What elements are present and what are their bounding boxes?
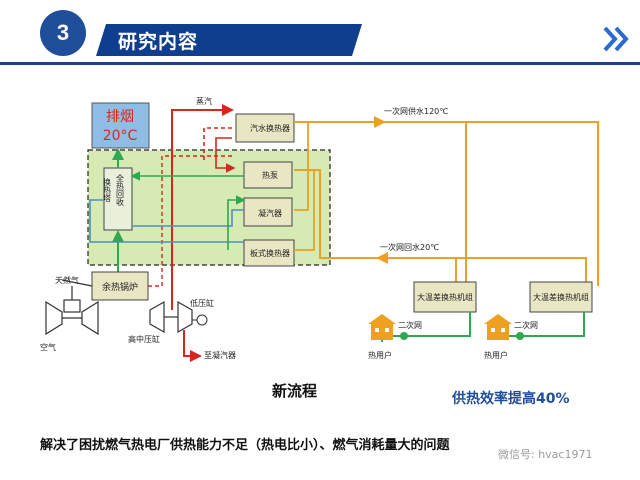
- steam-water-hx-label: 汽水换热器: [250, 123, 290, 133]
- house-icon-2: [484, 314, 512, 340]
- steam-line-main: [171, 104, 234, 310]
- exhaust-box: [91, 102, 150, 149]
- steam-to-condenser: [183, 330, 202, 362]
- steam-drain-line: [203, 127, 232, 160]
- plate-hx-label: 板式换热器: [250, 248, 290, 258]
- secondary-net-1-line: [392, 312, 471, 337]
- generator-icon: [196, 314, 208, 326]
- condenser-label: 凝汽器: [258, 208, 282, 218]
- secondary-net-1-label: 二次网: [398, 320, 422, 330]
- blue-loop-1: [89, 199, 244, 243]
- secondary-net-2-label: 二次网: [514, 320, 538, 330]
- secondary-pump-1-icon: [400, 332, 408, 340]
- efficiency-caption: 供热效率提高40%: [452, 391, 570, 407]
- section-title: 研究内容: [118, 31, 199, 53]
- tower-label-hx: 换热塔: [103, 177, 112, 203]
- heat-pump-label: 热泵: [262, 170, 278, 180]
- blue-loop-2: [132, 209, 244, 227]
- tower-label-recovery: 全热回收: [116, 173, 125, 207]
- chevron-right-icon: [603, 26, 629, 52]
- combustor: [63, 299, 81, 313]
- primary-supply-label: 一次网供水120℃: [384, 106, 448, 116]
- exhaust-temp: 20°C: [103, 128, 138, 144]
- primary-hx-link: [294, 122, 309, 211]
- steam-water-hx-box: [235, 113, 295, 143]
- condenser-box: [243, 197, 293, 227]
- hrsg-box: [91, 271, 149, 301]
- green-loop-2: [227, 195, 246, 250]
- secondary-pump-2-icon: [516, 332, 524, 340]
- primary-supply-line: [294, 121, 599, 286]
- hrsg-label: 余热锅炉: [102, 281, 138, 293]
- hp-ip-label: 高中压缸: [128, 334, 160, 344]
- heat-user-2-label: 热用户: [484, 350, 508, 360]
- large-dt-unit-2-label: 大温差换热机组: [533, 292, 589, 302]
- air-label: 空气: [40, 342, 56, 352]
- large-dt-unit-2-box: [529, 281, 593, 313]
- plate-hx-box: [243, 239, 295, 267]
- hrsg-steam-return: [148, 155, 232, 287]
- header-divider: [0, 62, 640, 65]
- primary-hx-link-2: [294, 170, 315, 251]
- section-title-banner: [96, 24, 362, 56]
- conclusion-text: 解决了困扰燃气热电厂供热能力不足（热电比小）、燃气消耗量大的问题: [40, 438, 450, 453]
- large-dt-unit-1-label: 大温差换热机组: [417, 292, 473, 302]
- primary-return-label: 一次网回水20℃: [380, 242, 439, 252]
- to-condenser-label: 至凝汽器: [204, 350, 236, 360]
- house-icon-1: [368, 314, 396, 340]
- natural-gas-label: 天然气: [55, 275, 79, 285]
- heat-pump-box: [243, 161, 293, 189]
- watermark: 微信号: hvac1971: [498, 448, 593, 461]
- section-number-badge: 3: [40, 10, 86, 56]
- hp-ip-turbine: [149, 300, 165, 334]
- slide-header: 3 研究内容: [0, 0, 640, 62]
- turbine: [81, 300, 99, 336]
- lp-label: 低压缸: [190, 298, 214, 308]
- heat-user-1-label: 热用户: [368, 350, 392, 360]
- compressor: [45, 300, 63, 336]
- new-process-caption: 新流程: [272, 382, 318, 400]
- steam-label: 蒸汽: [196, 96, 212, 106]
- exhaust-label: 排烟: [106, 109, 134, 125]
- large-dt-unit-1-box: [413, 281, 477, 313]
- secondary-net-2-line: [508, 312, 585, 337]
- lp-turbine: [177, 300, 193, 334]
- steam-to-heatpump: [215, 137, 236, 173]
- primary-return-line: [294, 169, 587, 286]
